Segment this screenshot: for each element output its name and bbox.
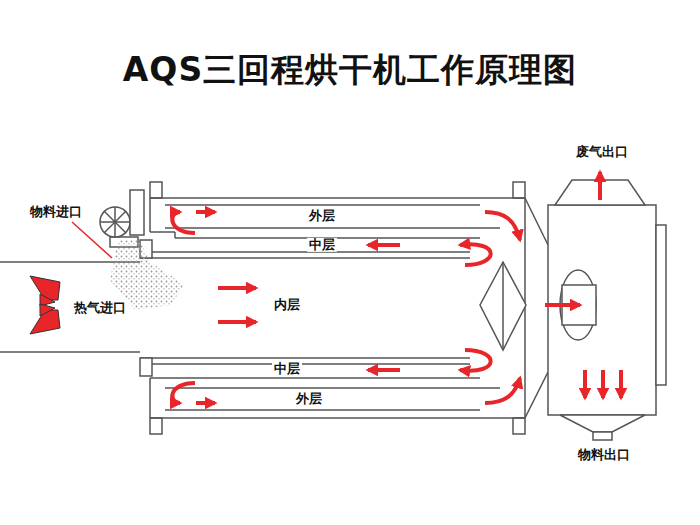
part-label: 外层 (307, 209, 337, 223)
hot-air-burner (30, 276, 60, 334)
flow-arrow (172, 172, 621, 403)
part-label: 内层 (272, 298, 302, 312)
part-label: 废气出口 (574, 145, 630, 159)
part-label: 中层 (307, 238, 337, 252)
leader-line (72, 222, 112, 258)
part-label: 物料进口 (28, 205, 84, 219)
part-label: 外层 (294, 392, 324, 406)
material-stream (110, 240, 185, 310)
part-label: 物料出口 (576, 448, 632, 462)
part-label: 中层 (272, 362, 302, 376)
drum-outline (0, 180, 666, 440)
part-label: 热气进口 (72, 301, 128, 315)
diagram-title: AQS三回程烘干机工作原理图 (123, 48, 577, 93)
